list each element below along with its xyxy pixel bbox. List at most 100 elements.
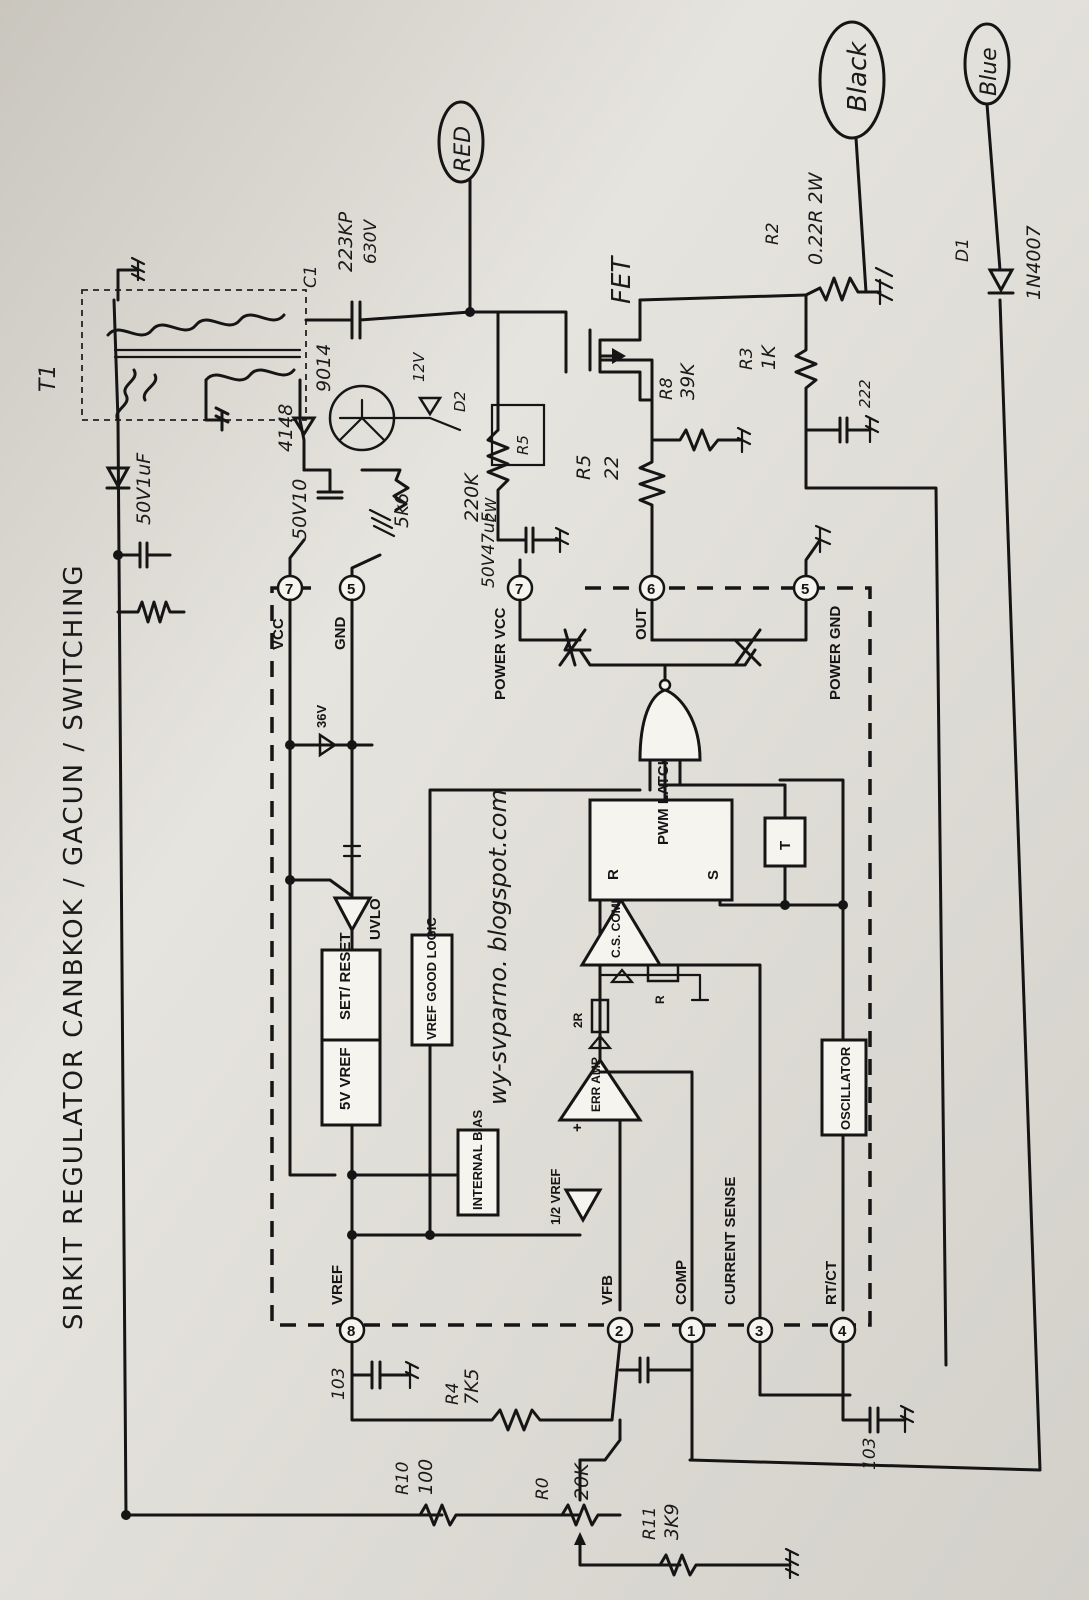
ground-symbol — [899, 1404, 915, 1434]
label-power-vcc: POWER VCC — [492, 607, 509, 700]
label-blue: Blue — [977, 47, 1002, 96]
label-c50v47uf: 50V47uF — [479, 512, 499, 588]
resistor-r2 — [804, 276, 882, 302]
label-c222: 222 — [856, 379, 874, 408]
label-r8: R8 — [657, 377, 677, 400]
zener-36v-symbol — [318, 732, 338, 758]
label-r3-1k: 1K — [758, 344, 780, 370]
r5-box — [490, 403, 546, 467]
label-r4-val: 7K5 — [461, 1368, 483, 1405]
uvlo-comparator — [332, 896, 373, 934]
label-r0-val: 20K — [571, 1462, 593, 1500]
capacitor-103a — [350, 1360, 412, 1390]
fet-arrow — [612, 348, 626, 364]
blue-wire — [688, 102, 1042, 1472]
ground-symbol — [404, 1360, 420, 1390]
label-latch-r: R — [605, 869, 622, 880]
label-r3: R3 — [737, 347, 757, 370]
label-gnd: GND — [332, 617, 349, 651]
black-wire-terminal[interactable] — [818, 20, 886, 140]
label-current-sense: CURRENT SENSE — [722, 1177, 739, 1305]
label-r5k6: 5k6 — [391, 493, 413, 528]
t1-top-wire — [116, 268, 140, 302]
label-vref-good-logic: VREF GOOD LOGIC — [424, 917, 439, 1040]
label-vfb: VFB — [599, 1275, 616, 1305]
label-c1: C1 — [301, 265, 321, 288]
resistor-r10 — [418, 1503, 582, 1527]
label-r4: R4 — [443, 1382, 463, 1405]
label-z12v: 12V — [410, 351, 428, 382]
label-r5b: R5 — [573, 455, 595, 480]
error-amplifier — [557, 1057, 643, 1122]
set-reset-vref-block — [320, 948, 382, 1127]
label-2r: 2R — [571, 1012, 585, 1028]
pin-1-num: 1 — [687, 1323, 695, 1340]
diode-4148-symbol — [291, 416, 317, 437]
label-r2: R2 — [763, 222, 783, 245]
bottom-wires — [578, 1340, 862, 1462]
pwm-latch-block — [588, 798, 734, 902]
diode-symbol — [105, 466, 131, 490]
label-power-gnd: POWER GND — [827, 606, 844, 700]
transistor-leads — [338, 398, 386, 442]
label-c50v10: 50V10 — [289, 479, 311, 540]
label-r5-22: 22 — [601, 456, 623, 480]
pin-2-num: 2 — [615, 1323, 623, 1340]
black-wire — [854, 136, 868, 294]
t1-secondary-coil — [106, 313, 286, 337]
pot-wiper-arrow — [574, 1532, 586, 1545]
fet-symbol — [588, 298, 654, 442]
label-36v: 36V — [314, 705, 329, 728]
comp-capacitor — [618, 1356, 694, 1384]
pin-5a-num: 5 — [347, 581, 355, 598]
pin-7b-num: 7 — [515, 581, 523, 598]
capacitor-c1 — [304, 300, 472, 340]
label-internal-bias: INTERNAL BIAS — [470, 1110, 485, 1210]
label-t: T — [777, 841, 794, 850]
label-c103b: 103 — [860, 1438, 880, 1470]
label-r220k-w: 2W — [482, 496, 500, 522]
label-set-reset: SET/ RESET — [337, 932, 354, 1020]
capacitor-50v47uf — [496, 526, 562, 554]
ic-top-leads — [288, 538, 822, 642]
label-out: OUT — [633, 608, 650, 640]
ground-symbol — [814, 524, 832, 554]
current-sense-wire — [804, 428, 948, 1367]
blog-watermark: wy-svparno. blogspot.com — [484, 789, 512, 1105]
label-c50v1uf: 50V1uF — [133, 452, 155, 525]
ground-symbol — [368, 508, 396, 538]
label-r11-val: 3K9 — [661, 1503, 683, 1540]
oscillator-block — [820, 1038, 868, 1137]
label-vcc: VCC — [270, 618, 287, 650]
drain-wire — [468, 310, 568, 432]
zener-wire — [382, 416, 462, 432]
pin-4-num: 4 — [838, 1323, 847, 1340]
ground-symbol — [130, 256, 146, 282]
label-half-vref: 1/2 VREF — [548, 1169, 563, 1225]
current-sense-internal — [638, 963, 762, 1332]
uvlo-cap — [342, 844, 362, 858]
resistor-r4 — [350, 1340, 622, 1432]
ground-symbol — [554, 526, 570, 554]
label-q9014: 9014 — [313, 344, 335, 392]
internal-bias-block — [456, 1128, 500, 1217]
resistor-r3 — [794, 293, 818, 432]
pin-5b-num: 5 — [801, 581, 809, 598]
label-black: Black — [843, 41, 873, 112]
t-block-wire — [658, 783, 787, 907]
red-wire-terminal[interactable] — [437, 100, 485, 184]
transformer-t1-outline — [81, 289, 307, 421]
label-oscillator: OSCILLATOR — [838, 1046, 853, 1130]
lower-transistor — [650, 598, 808, 667]
label-comp: COMP — [673, 1260, 690, 1305]
diode-d1-symbol — [987, 268, 1015, 294]
label-r2-val: 0.22R 2W — [805, 171, 827, 265]
label-plus: + — [569, 1123, 586, 1132]
diode-symbol — [587, 1034, 613, 1050]
label-r10: R10 — [393, 1462, 413, 1495]
capacitor-222 — [804, 416, 872, 444]
pin-8-num: 8 — [347, 1323, 355, 1340]
